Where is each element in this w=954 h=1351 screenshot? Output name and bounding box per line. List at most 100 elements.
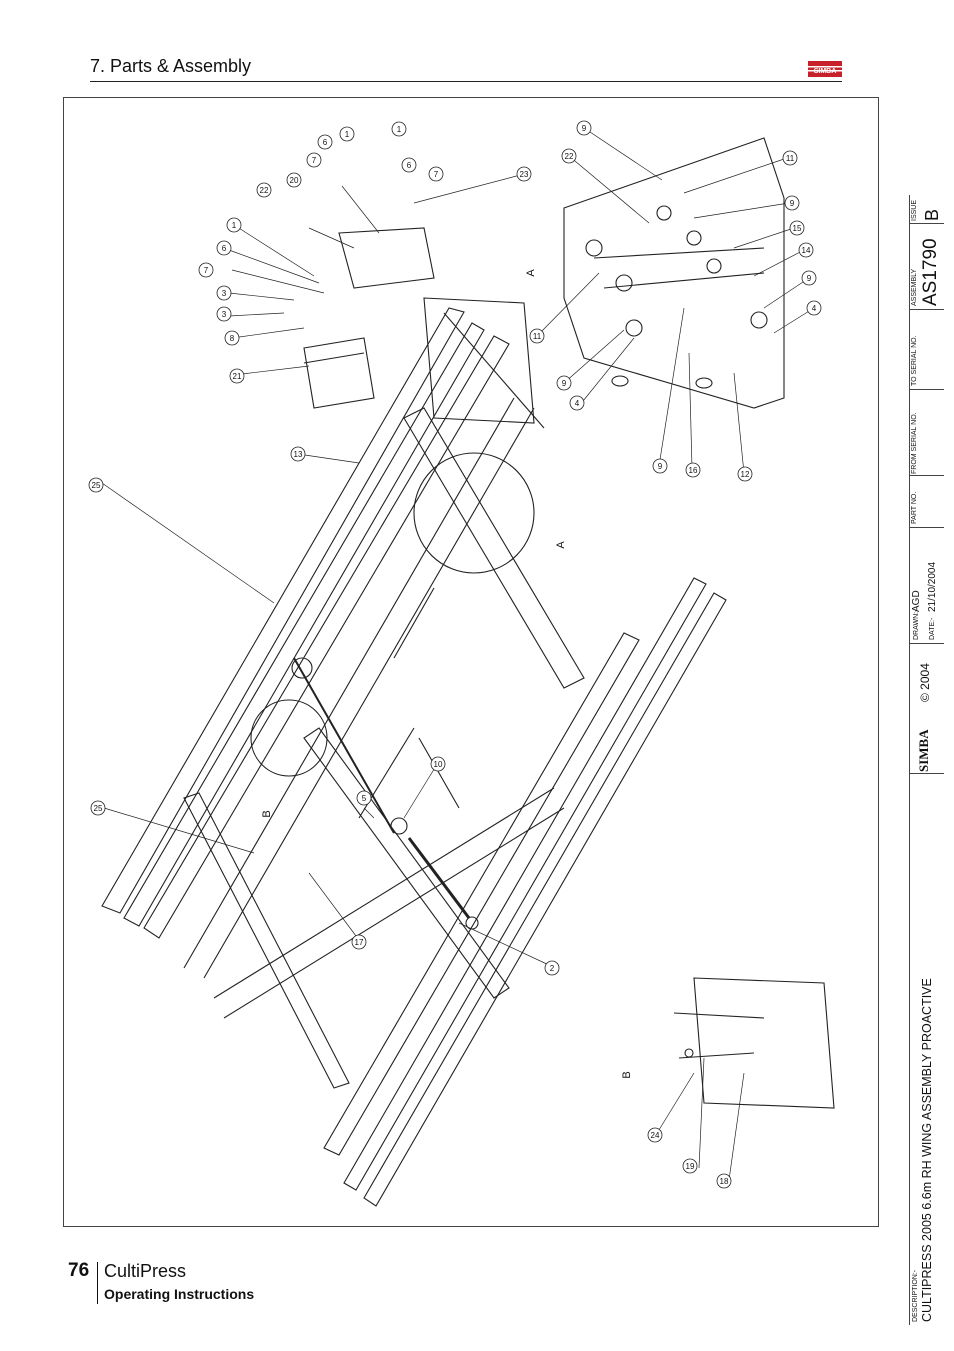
callout-16: 16 (685, 462, 701, 478)
manual-subtitle: Operating Instructions (104, 1286, 255, 1302)
svg-text:7: 7 (204, 266, 209, 275)
svg-text:15: 15 (793, 224, 802, 233)
description-value: CULTIPRESS 2005 6.6m RH WING ASSEMBLY PR… (920, 978, 934, 1322)
callout-13: 13 (290, 446, 306, 462)
svg-text:10: 10 (434, 760, 443, 769)
callout-1: 1 (391, 121, 407, 137)
svg-text:17: 17 (355, 938, 364, 947)
callout-23: 23 (516, 166, 532, 182)
callout-5: 5 (356, 790, 372, 806)
callout-25: 25 (90, 800, 106, 816)
from-serial-label: FROM SERIAL NO. (911, 412, 918, 474)
callout-6: 6 (317, 134, 333, 150)
frame-rail (143, 335, 510, 939)
product-name: CultiPress (104, 1261, 187, 1281)
svg-text:9: 9 (807, 274, 812, 283)
svg-text:9: 9 (658, 462, 663, 471)
svg-text:22: 22 (260, 186, 269, 195)
long-beam (323, 632, 640, 1156)
frame-rail (123, 322, 485, 927)
svg-text:5: 5 (362, 794, 367, 803)
to-serial-label: TO SERIAL NO. (911, 335, 918, 386)
drawn-value: AGD (911, 590, 922, 612)
detail-a-plate (563, 137, 785, 409)
svg-text:11: 11 (533, 332, 542, 341)
svg-text:25: 25 (92, 481, 101, 490)
callout-21: 21 (229, 368, 245, 384)
drawn-label: DRAWN:- (913, 609, 920, 640)
callout-14: 14 (798, 242, 814, 258)
issue-value: B (922, 208, 942, 221)
callout-11: 11 (529, 328, 545, 344)
callout-19: 19 (682, 1158, 698, 1174)
svg-text:21: 21 (233, 372, 242, 381)
date-value: 21/10/2004 (927, 561, 938, 612)
svg-text:1: 1 (345, 130, 350, 139)
svg-text:1: 1 (232, 221, 237, 230)
svg-text:23: 23 (520, 170, 529, 179)
simba-brand: SIMBA (916, 729, 931, 772)
cross-member (183, 792, 350, 1089)
callout-4: 4 (806, 300, 822, 316)
assembly-drawing: 1 1 6 6 7 7 20 22 23 1 6 7 3 3 8 21 9 22… (88, 120, 835, 1207)
detail-circle-a (413, 452, 535, 574)
date-label: DATE:- (929, 617, 936, 640)
svg-text:9: 9 (790, 199, 795, 208)
description-label: DESCRIPTION:- (912, 1269, 919, 1322)
issue-label: ISSUE (911, 199, 918, 221)
svg-text:11: 11 (786, 154, 795, 163)
callout-2: 2 (544, 960, 560, 976)
svg-text:8: 8 (230, 334, 235, 343)
svg-text:4: 4 (575, 399, 580, 408)
long-beam (363, 592, 727, 1207)
footer-rule (97, 1262, 98, 1304)
svg-text:7: 7 (434, 170, 439, 179)
title-block: ISSUE B ASSEMBLY AS1790 TO SERIAL NO. FR… (909, 195, 944, 1325)
detail-label-b: B (261, 810, 273, 817)
svg-text:4: 4 (812, 304, 817, 313)
callout-15: 15 (789, 220, 805, 236)
callout-7: 7 (428, 166, 444, 182)
callout-4: 4 (569, 395, 585, 411)
callout-18: 18 (716, 1173, 732, 1189)
callout-22: 22 (561, 148, 577, 164)
callout-1: 1 (226, 217, 242, 233)
svg-text:6: 6 (222, 244, 227, 253)
frame-rail (101, 307, 465, 914)
callout-9: 9 (784, 195, 800, 211)
brand-logo: SIMBA (808, 59, 842, 79)
callout-25: 25 (88, 477, 104, 493)
svg-text:3: 3 (222, 310, 227, 319)
detail-label-a: A (525, 269, 537, 277)
svg-text:20: 20 (290, 176, 299, 185)
cross-member (403, 407, 585, 689)
callout-3: 3 (216, 285, 232, 301)
cross-member (303, 727, 510, 999)
logo-text: SIMBA (814, 68, 837, 75)
svg-text:12: 12 (741, 470, 750, 479)
drawing-frame: 1 1 6 6 7 7 20 22 23 1 6 7 3 3 8 21 9 22… (63, 97, 944, 1325)
long-beam (343, 577, 707, 1191)
callout-9: 9 (576, 120, 592, 136)
svg-text:1: 1 (397, 125, 402, 134)
callout-17: 17 (351, 934, 367, 950)
detail-circle-b (250, 699, 328, 777)
svg-text:9: 9 (562, 379, 567, 388)
svg-text:25: 25 (94, 804, 103, 813)
svg-text:13: 13 (294, 450, 303, 459)
detail-label-a: A (555, 541, 567, 549)
svg-text:2: 2 (550, 964, 555, 973)
callout-22: 22 (256, 182, 272, 198)
header-section-title: 7. Parts & Assembly (90, 56, 252, 76)
detail-b-plate (693, 977, 835, 1109)
callout-7: 7 (306, 152, 322, 168)
callout-12: 12 (737, 466, 753, 482)
assembly-label: ASSEMBLY (911, 268, 918, 306)
callout-24: 24 (647, 1127, 663, 1143)
callout-9: 9 (801, 270, 817, 286)
assembly-number: AS1790 (920, 238, 941, 306)
svg-text:7: 7 (312, 156, 317, 165)
svg-text:19: 19 (686, 1162, 695, 1171)
header-rule (90, 81, 842, 82)
callout-6: 6 (216, 240, 232, 256)
